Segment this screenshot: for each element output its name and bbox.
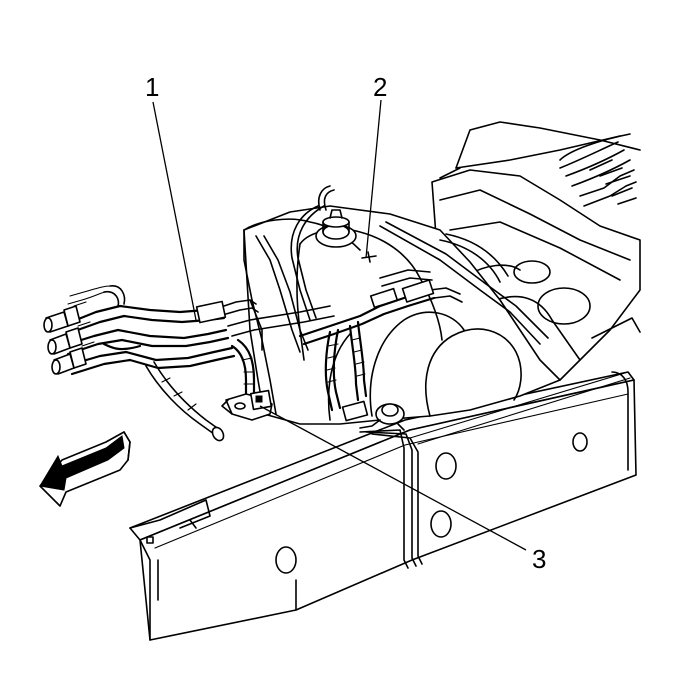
callout-label-1: 1: [145, 72, 159, 102]
connector-item-3: [221, 389, 273, 421]
callout-label-2: 2: [373, 72, 387, 102]
rail-hole: [572, 432, 588, 452]
callout-label-3: 3: [532, 544, 546, 574]
frame-rail: [129, 371, 637, 641]
rail-hole: [430, 510, 452, 538]
leader-line-2: [365, 99, 382, 259]
leader-line-3: [259, 405, 527, 551]
fuel-tank: [243, 185, 561, 425]
rail-hole: [275, 546, 297, 574]
harness-lines-item-1: [43, 285, 335, 442]
tank-wiring: [298, 269, 463, 431]
line-fitting: [43, 285, 111, 375]
forward-direction-arrow-icon: [39, 431, 131, 507]
rail-hole: [435, 452, 457, 480]
leader-line-1: [152, 101, 197, 321]
